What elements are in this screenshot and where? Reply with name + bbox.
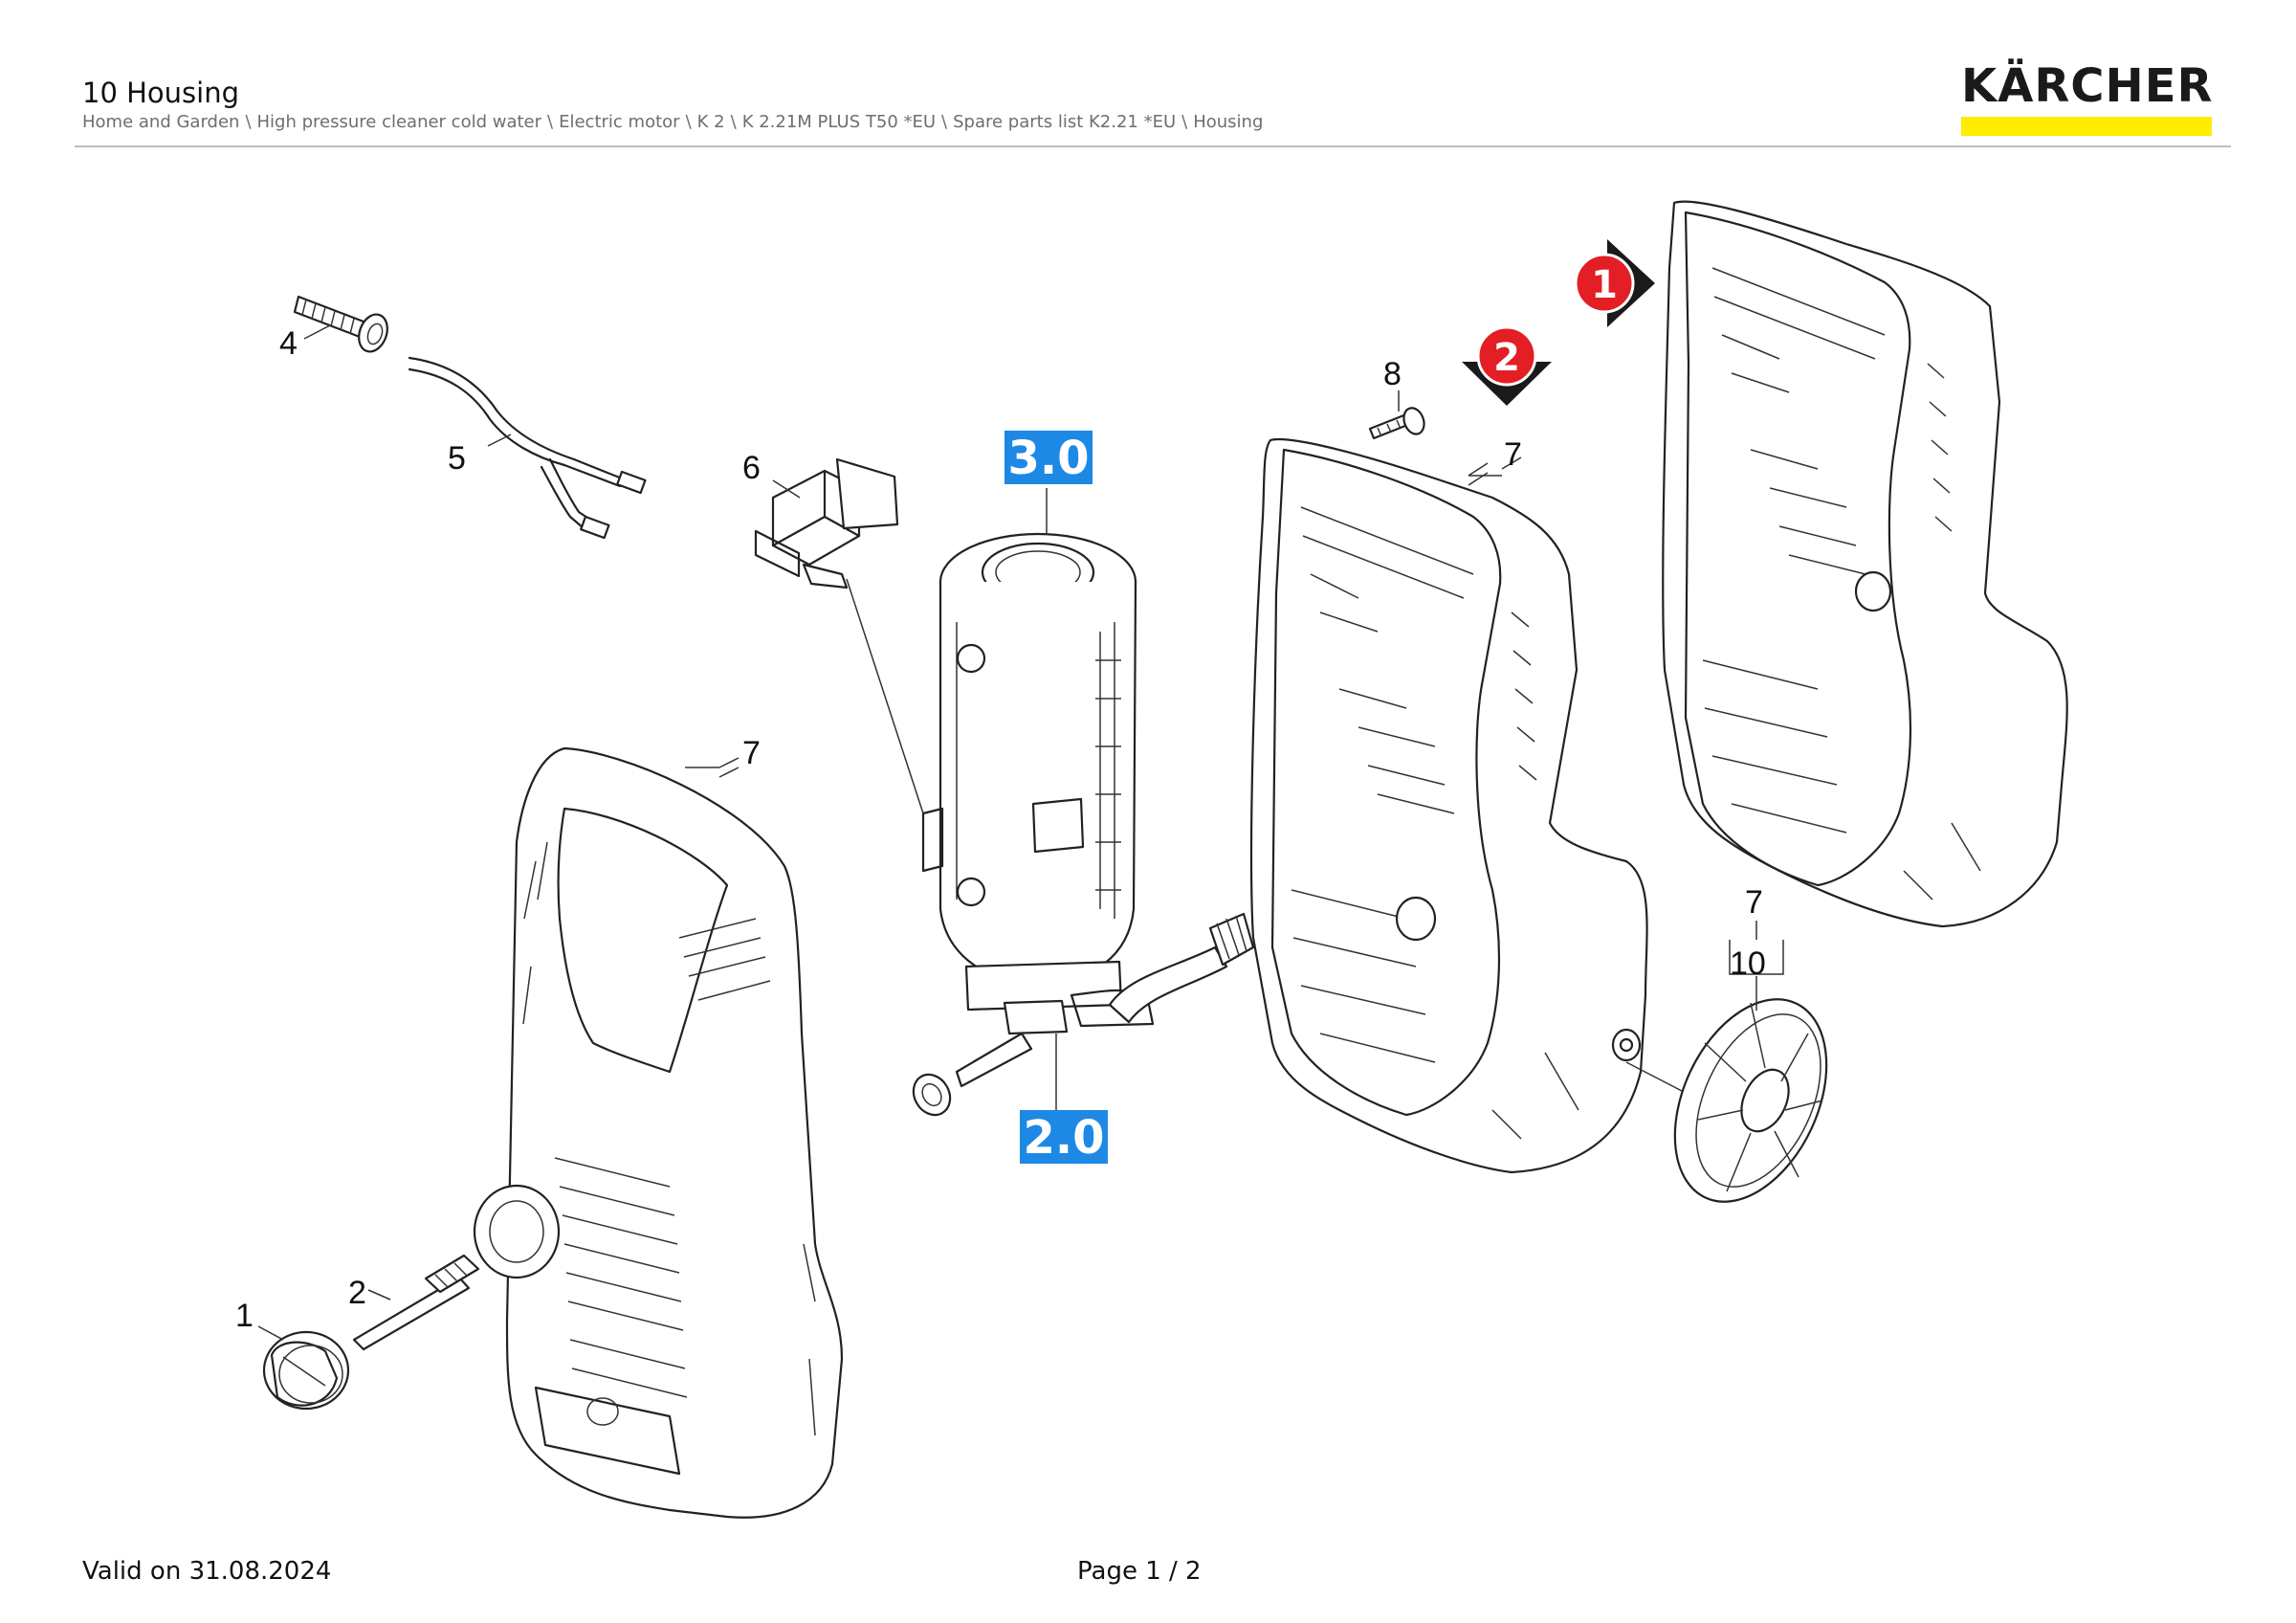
logo-yellow-bar [1961, 117, 2212, 136]
karcher-logo: KÄRCHER [1961, 63, 2214, 136]
part-7-rear-housing[interactable] [1249, 437, 1648, 1174]
breadcrumb-item[interactable]: Spare parts list K2.21 *EU [953, 112, 1177, 132]
assembly-badge-2-0[interactable]: 2.0 [1020, 1110, 1108, 1165]
part-8-screw[interactable] [1368, 390, 1427, 440]
part-label-4: 4 [279, 325, 298, 362]
part-label-5: 5 [448, 440, 466, 477]
breadcrumb-item[interactable]: High pressure cleaner cold water [256, 112, 542, 132]
breadcrumb-separator: \ [685, 112, 692, 132]
assembly-badge-3-0[interactable]: 3.0 [1004, 431, 1093, 485]
part-7-front-housing[interactable] [473, 746, 844, 1519]
rear-housing-variant[interactable] [1662, 200, 2068, 928]
breadcrumb-item[interactable]: K 2 [696, 112, 725, 132]
part-6-bracket[interactable] [754, 457, 924, 814]
part-10-fan[interactable] [1619, 921, 1857, 1226]
part-2-shaft[interactable] [352, 1254, 480, 1351]
breadcrumb-item[interactable]: Electric motor [559, 112, 680, 132]
marker-1-right-arrow[interactable]: 1 [1574, 239, 1655, 327]
breadcrumb-item[interactable]: Home and Garden [82, 112, 240, 132]
part-label-8: 8 [1383, 356, 1402, 392]
header-divider [75, 145, 2231, 147]
page-title: 10 Housing [82, 77, 240, 109]
marker-label: 2 [1493, 336, 1520, 380]
page-indicator: Page 1 / 2 [1077, 1557, 1202, 1586]
part-1-knob[interactable] [257, 1325, 350, 1411]
part-label-1: 1 [235, 1298, 254, 1334]
breadcrumb-separator: \ [730, 112, 737, 132]
assembly-label: 2.0 [1023, 1111, 1104, 1165]
breadcrumb: Home and Garden\High pressure cleaner co… [82, 112, 1263, 132]
breadcrumb-separator: \ [547, 112, 554, 132]
part-label-6: 6 [742, 450, 761, 486]
part-label-10: 10 [1730, 945, 1766, 982]
logo-wordmark: KÄRCHER [1961, 59, 2214, 113]
marker-2-down-arrow[interactable]: 2 [1462, 325, 1552, 406]
breadcrumb-separator: \ [941, 112, 948, 132]
part-label-7-middle: 7 [1504, 436, 1522, 473]
breadcrumb-separator: \ [1181, 112, 1188, 132]
breadcrumb-separator: \ [245, 112, 252, 132]
part-label-2: 2 [348, 1275, 366, 1311]
motor-assembly[interactable] [906, 488, 1255, 1122]
part-label-7-fan: 7 [1745, 884, 1763, 921]
part-5-cable[interactable] [408, 356, 647, 540]
breadcrumb-item[interactable]: Housing [1193, 112, 1264, 132]
part-4-screw[interactable] [293, 295, 392, 356]
valid-date: Valid on 31.08.2024 [82, 1557, 332, 1586]
assembly-label: 3.0 [1007, 432, 1089, 485]
marker-label: 1 [1591, 263, 1618, 307]
part-label-7-front: 7 [742, 735, 761, 771]
breadcrumb-item[interactable]: K 2.21M PLUS T50 *EU [741, 112, 937, 132]
